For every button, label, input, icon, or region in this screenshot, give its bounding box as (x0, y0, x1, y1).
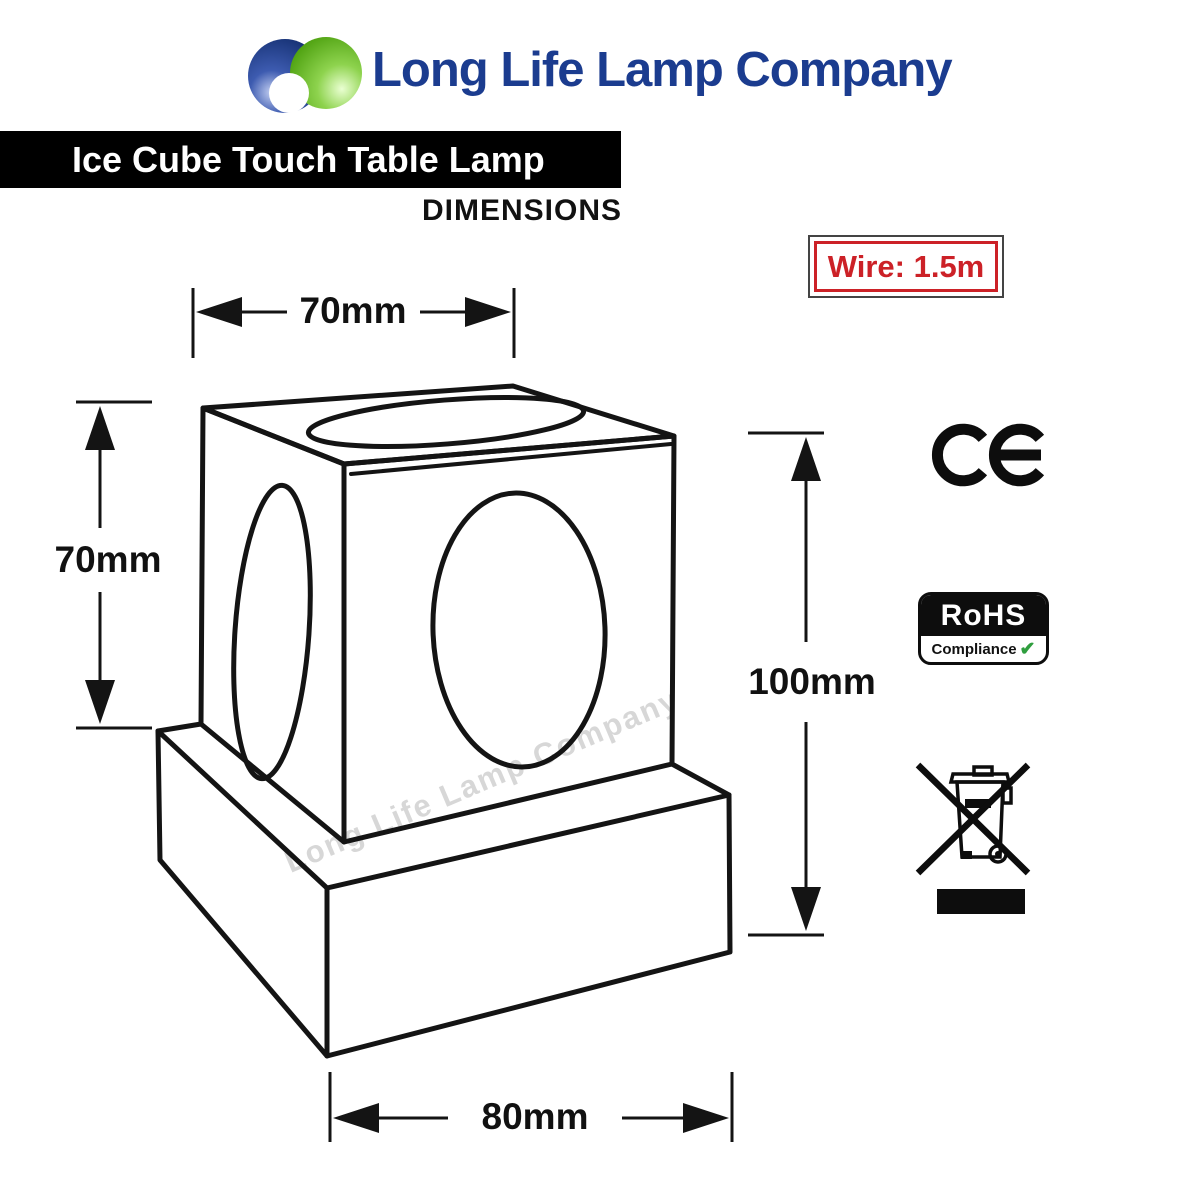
base-top-back-left-edge (155, 721, 204, 734)
base-side-outline (155, 728, 733, 1059)
logo-white-cut-bottom (269, 73, 309, 113)
dim-overall-height-label: 100mm (748, 661, 876, 702)
product-title-banner: Ice Cube Touch Table Lamp (0, 131, 621, 188)
dim-base-width-arrows (328, 1072, 734, 1142)
section-label: DIMENSIONS (421, 194, 622, 227)
wire-length-value: Wire: 1.5m (814, 241, 998, 292)
dim-overall-height-arrows (748, 431, 824, 937)
bin-mark (965, 799, 991, 808)
weee-bar (937, 889, 1025, 914)
cross-line-2 (915, 762, 1031, 876)
cube-top-opening (305, 395, 587, 449)
cube-front-circle (430, 490, 608, 770)
lamp-base (155, 721, 733, 1059)
rohs-subtitle-row: Compliance ✔ (921, 636, 1046, 662)
rohs-check-icon: ✔ (1019, 638, 1036, 660)
bin-handle (972, 765, 994, 777)
dim-side-height-label: 70mm (54, 539, 162, 580)
dim-top-width-label: 70mm (299, 290, 407, 331)
bin-foot (961, 851, 972, 859)
dim-base-width-label: 80mm (481, 1096, 589, 1137)
dim-top-width-arrows (191, 288, 516, 358)
ce-mark-icon (931, 423, 1045, 487)
rohs-subtitle: Compliance (931, 640, 1017, 658)
rohs-title: RoHS (921, 595, 1046, 636)
cube-top-rim (349, 442, 673, 476)
bin-wheel-hub (995, 851, 1001, 857)
cube-front-face (341, 433, 677, 845)
logo-icon (248, 35, 362, 113)
company-name: Long Life Lamp Company (372, 43, 953, 97)
lamp-cube (198, 383, 677, 845)
base-top-back-right-edge (669, 761, 732, 798)
rohs-badge: RoHS Compliance ✔ (918, 592, 1049, 665)
weee-bin-icon (915, 762, 1031, 914)
product-title: Ice Cube Touch Table Lamp (72, 139, 545, 180)
cube-left-circle (231, 482, 313, 782)
dim-left-height-arrows (76, 400, 152, 730)
wire-length-badge: Wire: 1.5m (808, 235, 1004, 298)
